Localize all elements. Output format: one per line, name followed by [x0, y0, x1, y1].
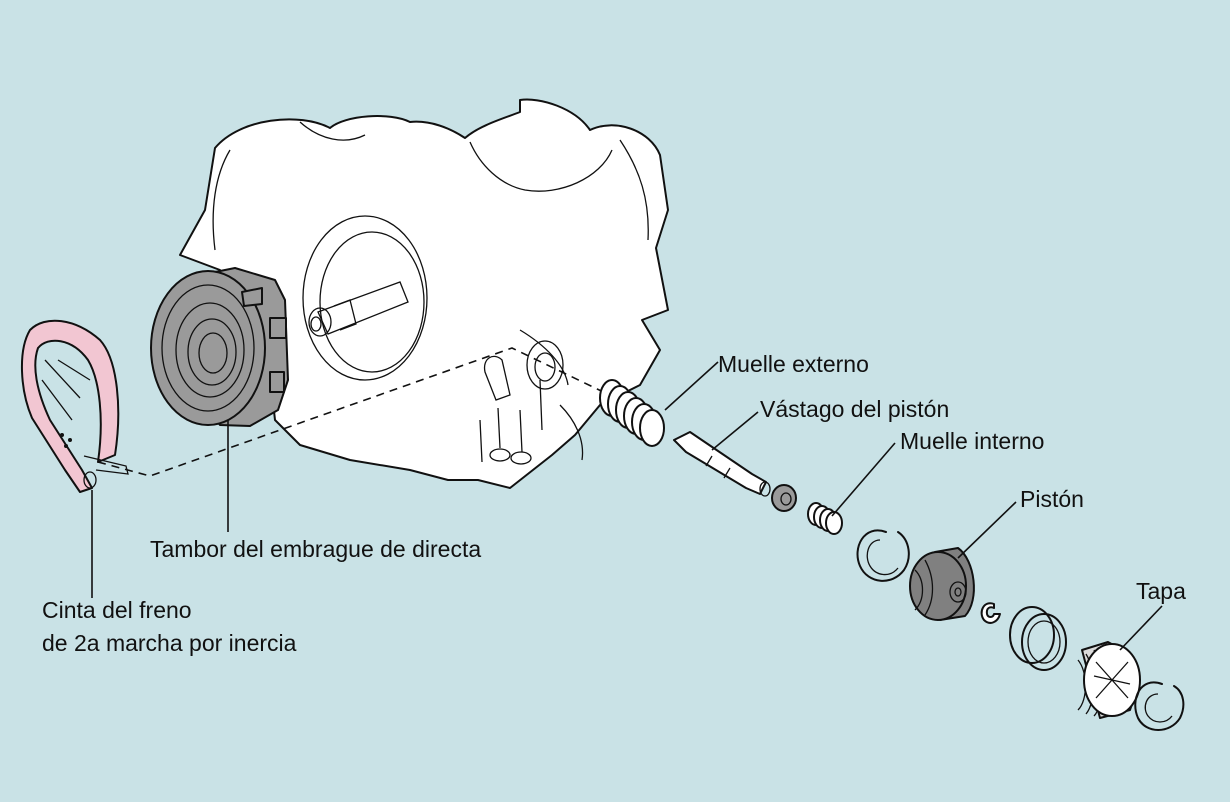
leader-outer-spring [664, 361, 719, 411]
leader-inner-spring [831, 442, 896, 517]
label-piston: Pistón [1020, 486, 1084, 512]
label-band-line2: de 2a marcha por inercia [42, 630, 297, 656]
cover [1077, 641, 1141, 719]
inner-spring [807, 502, 843, 535]
label-inner-spring: Muelle interno [900, 428, 1044, 454]
snap-ring-1 [856, 529, 910, 582]
piston-rod [673, 431, 771, 497]
label-band-line1: Cinta del freno [42, 597, 192, 623]
label-cover: Tapa [1136, 578, 1186, 604]
valve-body-bosses [479, 340, 564, 465]
e-clip [980, 602, 1001, 624]
label-outer-spring: Muelle externo [718, 351, 869, 377]
leader-piston-rod [711, 411, 759, 451]
piston [909, 547, 975, 621]
leader-piston [957, 501, 1017, 559]
leader-cover [1119, 605, 1163, 651]
input-shaft [308, 281, 409, 337]
washer [771, 484, 797, 512]
alignment-dashed-line [97, 347, 621, 477]
o-rings [1009, 606, 1067, 671]
label-piston-rod: Vástago del pistón [760, 396, 949, 422]
label-drum: Tambor del embrague de directa [150, 536, 481, 562]
snap-ring-2 [1134, 681, 1185, 731]
outer-spring [599, 379, 665, 447]
direct-clutch-drum [150, 267, 289, 427]
